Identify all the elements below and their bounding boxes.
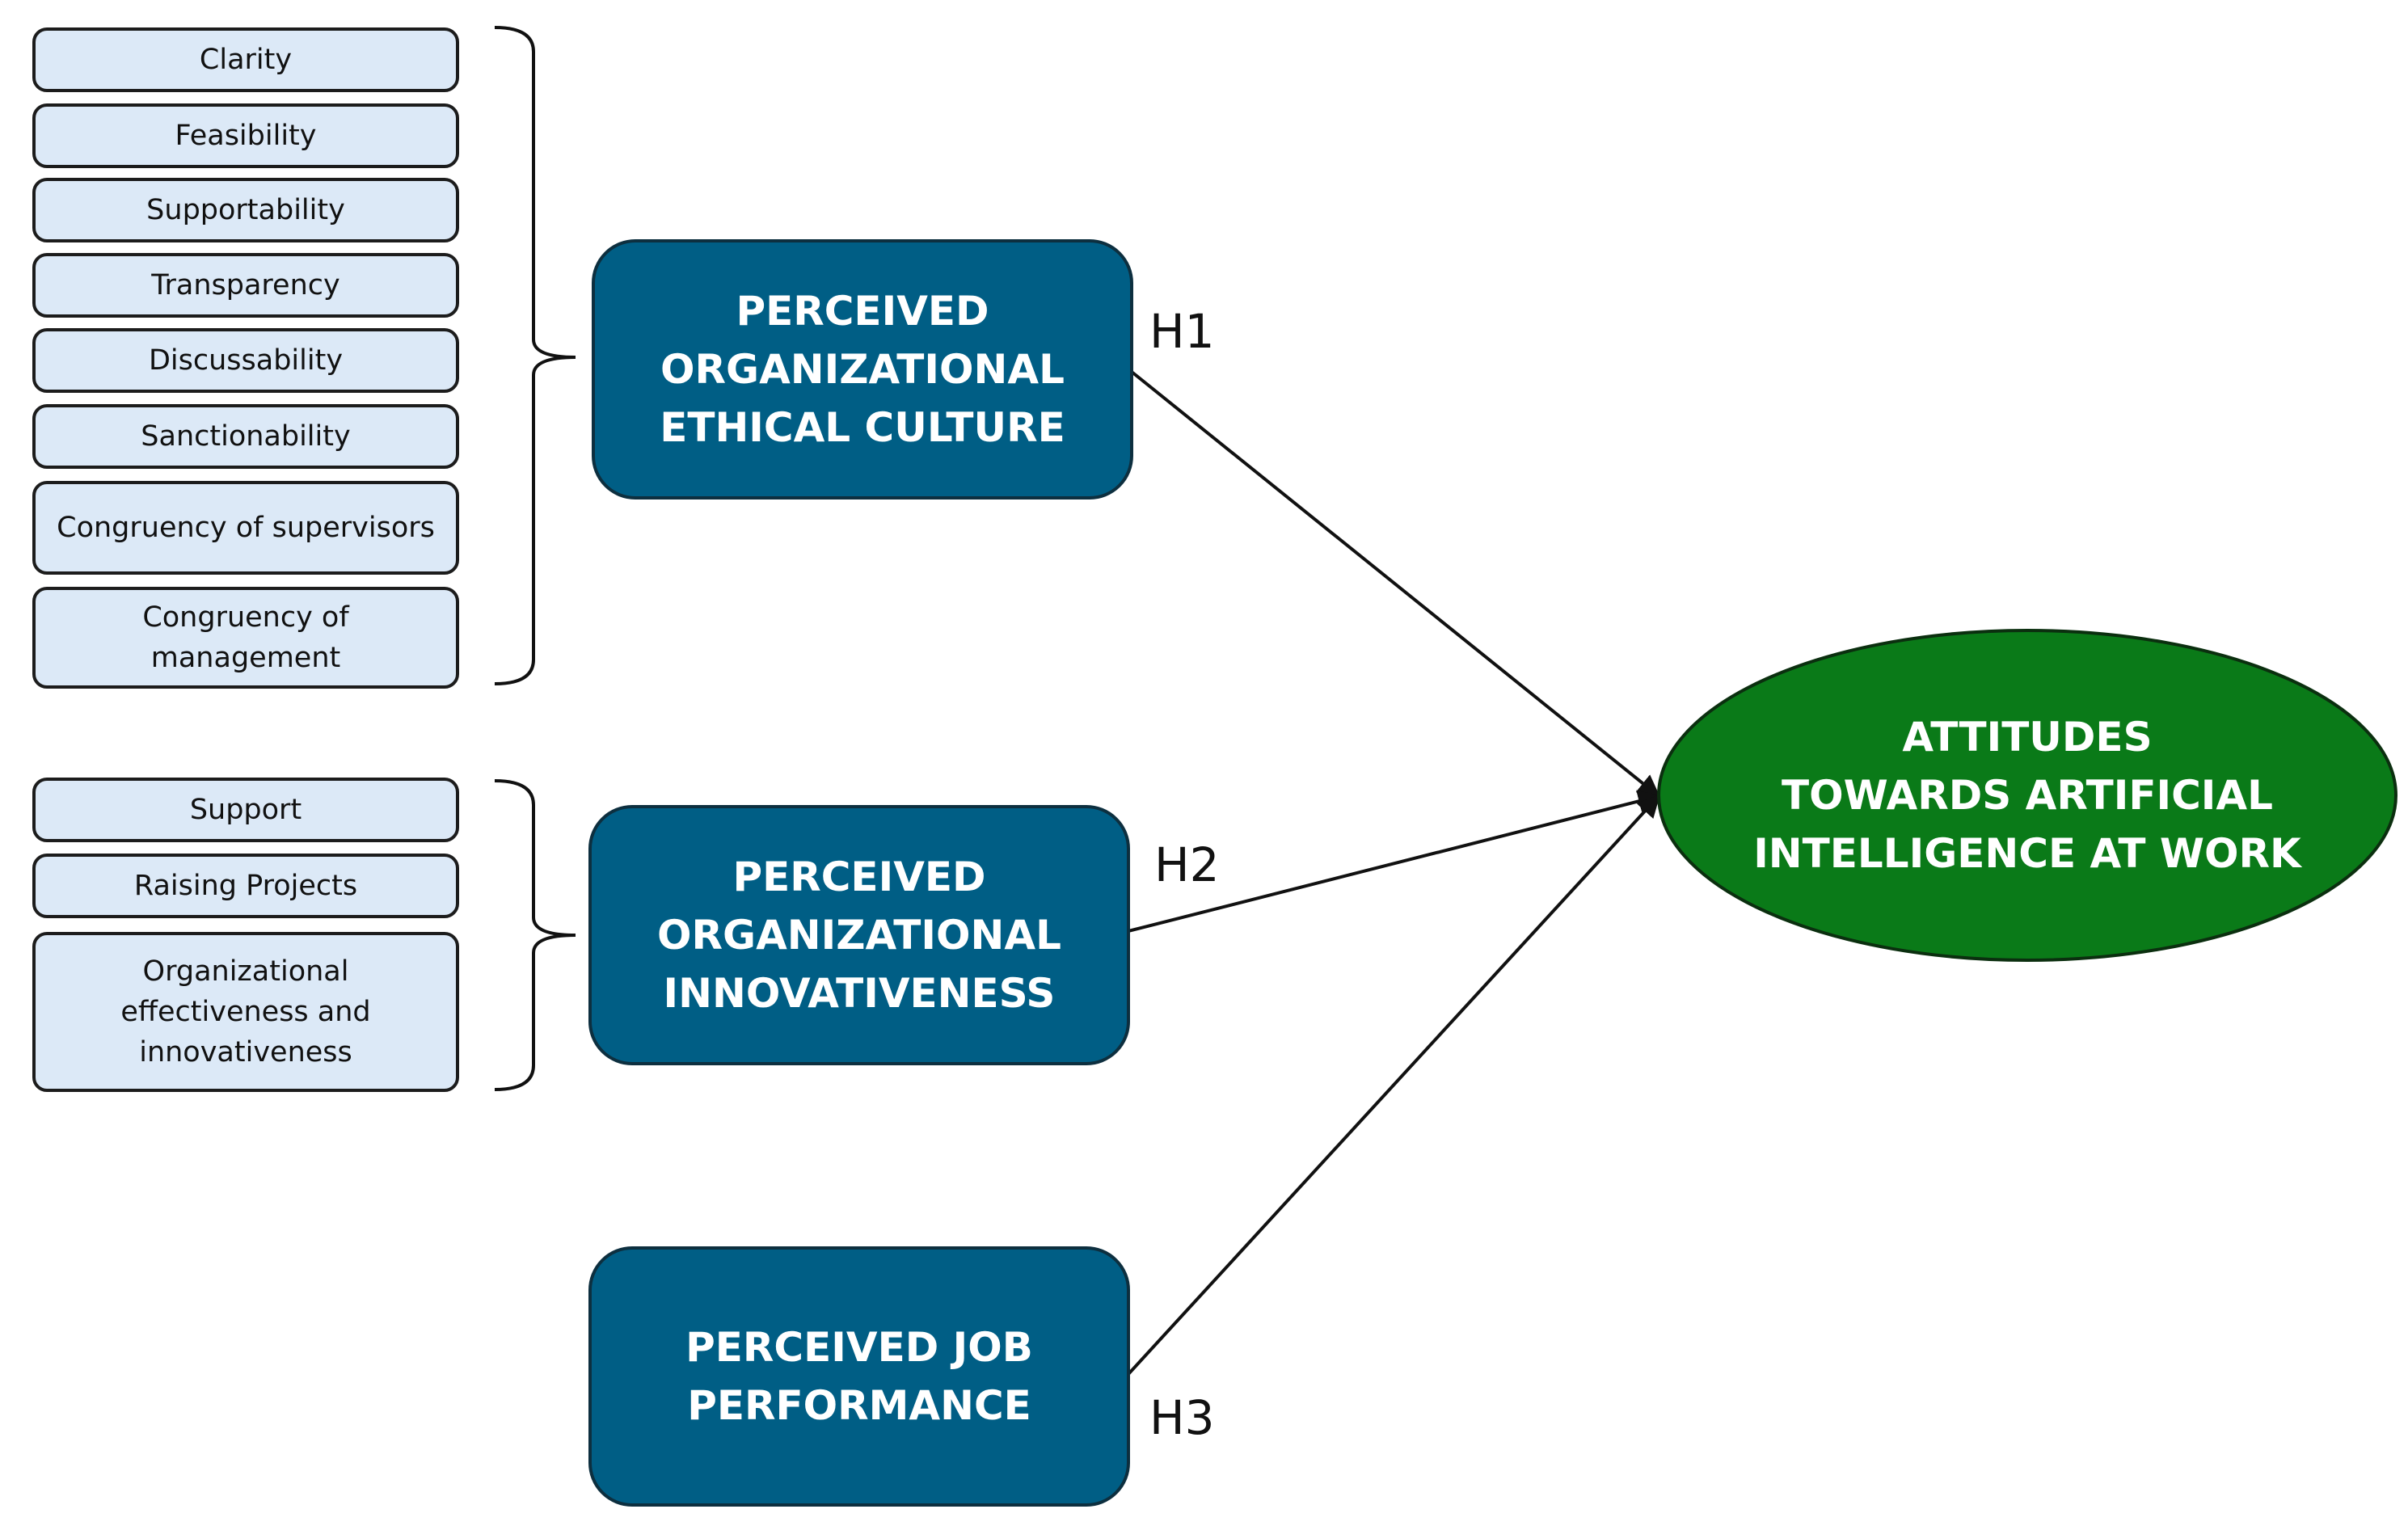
innovativeness-dimension-box-shape <box>32 932 459 1092</box>
ethical-culture-dimension-label: Clarity <box>200 44 292 76</box>
h2-label: H2 <box>1154 837 1220 892</box>
ethical-culture-dimension-box: Feasibility <box>32 103 459 168</box>
h2-arrow <box>1128 790 1661 933</box>
ethical-culture-dimension-box-shape <box>32 27 459 92</box>
job-performance-construct-shape <box>588 1246 1130 1507</box>
h3-label: H3 <box>1149 1390 1215 1445</box>
h3-arrow <box>1127 794 1660 1376</box>
innovativeness-dimension-box-shape <box>32 854 459 918</box>
ethical-culture-brace <box>494 26 576 685</box>
ethical-culture-dimension-label: Congruency of supervisors <box>57 512 435 544</box>
ethical-culture-dimension-box: Congruency of supervisors <box>32 481 459 575</box>
ethical-culture-dimension-box-shape <box>32 404 459 469</box>
ethical-culture-dimension-box: Supportability <box>32 178 459 242</box>
h1-label: H1 <box>1149 304 1215 359</box>
innovativeness-brace <box>494 779 576 1091</box>
innovativeness-dimension-box-shape <box>32 778 459 842</box>
h1-arrow <box>1130 370 1661 798</box>
ethical-culture-dimension-box-shape <box>32 103 459 168</box>
innovativeness-dimension-box: Raising Projects <box>32 854 459 918</box>
ethical-culture-dimension-label: Transparency <box>150 269 339 301</box>
ethical-culture-dimension-box-shape <box>32 328 459 393</box>
ethical-culture-dimension-label: Supportability <box>146 194 345 226</box>
ethical-culture-dimension-box: Sanctionability <box>32 404 459 469</box>
innovativeness-dimension-box: Support <box>32 778 459 842</box>
innovativeness-dimension-label: Support <box>190 794 302 826</box>
ethical-culture-dimension-box-shape <box>32 253 459 318</box>
hypothesis-arrows <box>1127 370 1661 1376</box>
ethical-culture-dimension-box-shape <box>32 587 459 689</box>
innovativeness-dimension-label: Raising Projects <box>134 870 357 902</box>
ethical-culture-dimension-box-shape <box>32 178 459 242</box>
outcome-construct-shape <box>1657 629 2397 962</box>
grouping-braces <box>494 26 576 1091</box>
ethical-culture-dimension-label: Discussability <box>149 344 343 377</box>
innovativeness-construct-shape <box>588 805 1130 1065</box>
ethical-culture-dimension-box: Clarity <box>32 27 459 92</box>
ethical-culture-dimension-box-shape <box>32 481 459 575</box>
ethical-culture-dimension-box: Discussability <box>32 328 459 393</box>
ethical-culture-construct-shape <box>592 239 1133 500</box>
ethical-culture-dimension-label: Feasibility <box>175 120 317 152</box>
dimension-boxes: ClarityFeasibilitySupportabilityTranspar… <box>32 27 459 1092</box>
ethical-culture-dimension-label: Sanctionability <box>141 420 350 453</box>
ethical-culture-dimension-box: Transparency <box>32 253 459 318</box>
